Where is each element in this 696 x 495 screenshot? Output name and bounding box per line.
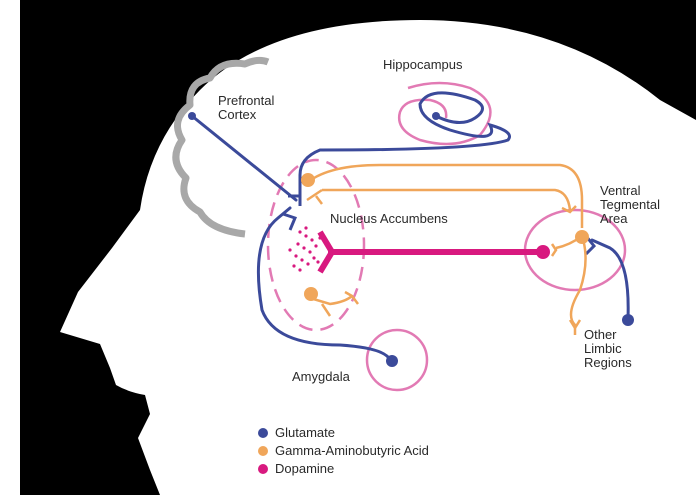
label-other-limbic-regions: Other Limbic Regions [584, 328, 632, 370]
glutamate-dot-limbic [622, 314, 634, 326]
gaba-dot-lower [304, 287, 318, 301]
dopamine-legend-dot [258, 464, 268, 474]
legend-item-glutamate: Glutamate [258, 425, 335, 440]
legend-item-gaba: Gamma-Aminobutyric Acid [258, 443, 429, 458]
label-nucleus-accumbens: Nucleus Accumbens [330, 212, 448, 226]
left-margin [0, 0, 20, 495]
label-amygdala: Amygdala [292, 370, 350, 384]
legend-label: Dopamine [275, 461, 334, 476]
label-prefrontal-cortex: Prefrontal Cortex [218, 94, 274, 122]
legend-label: Gamma-Aminobutyric Acid [275, 443, 429, 458]
glutamate-legend-dot [258, 428, 268, 438]
gaba-dot-vta [575, 230, 589, 244]
gaba-legend-dot [258, 446, 268, 456]
glutamate-dot-hippocampus [432, 112, 440, 120]
label-ventral-tegmental-area: Ventral Tegmental Area [600, 184, 660, 226]
glutamate-dot-amygdala [386, 355, 398, 367]
glutamate-dot-cortex [188, 112, 196, 120]
legend-item-dopamine: Dopamine [258, 461, 334, 476]
label-hippocampus: Hippocampus [383, 58, 463, 72]
gaba-dot-accumbens [301, 173, 315, 187]
legend-label: Glutamate [275, 425, 335, 440]
